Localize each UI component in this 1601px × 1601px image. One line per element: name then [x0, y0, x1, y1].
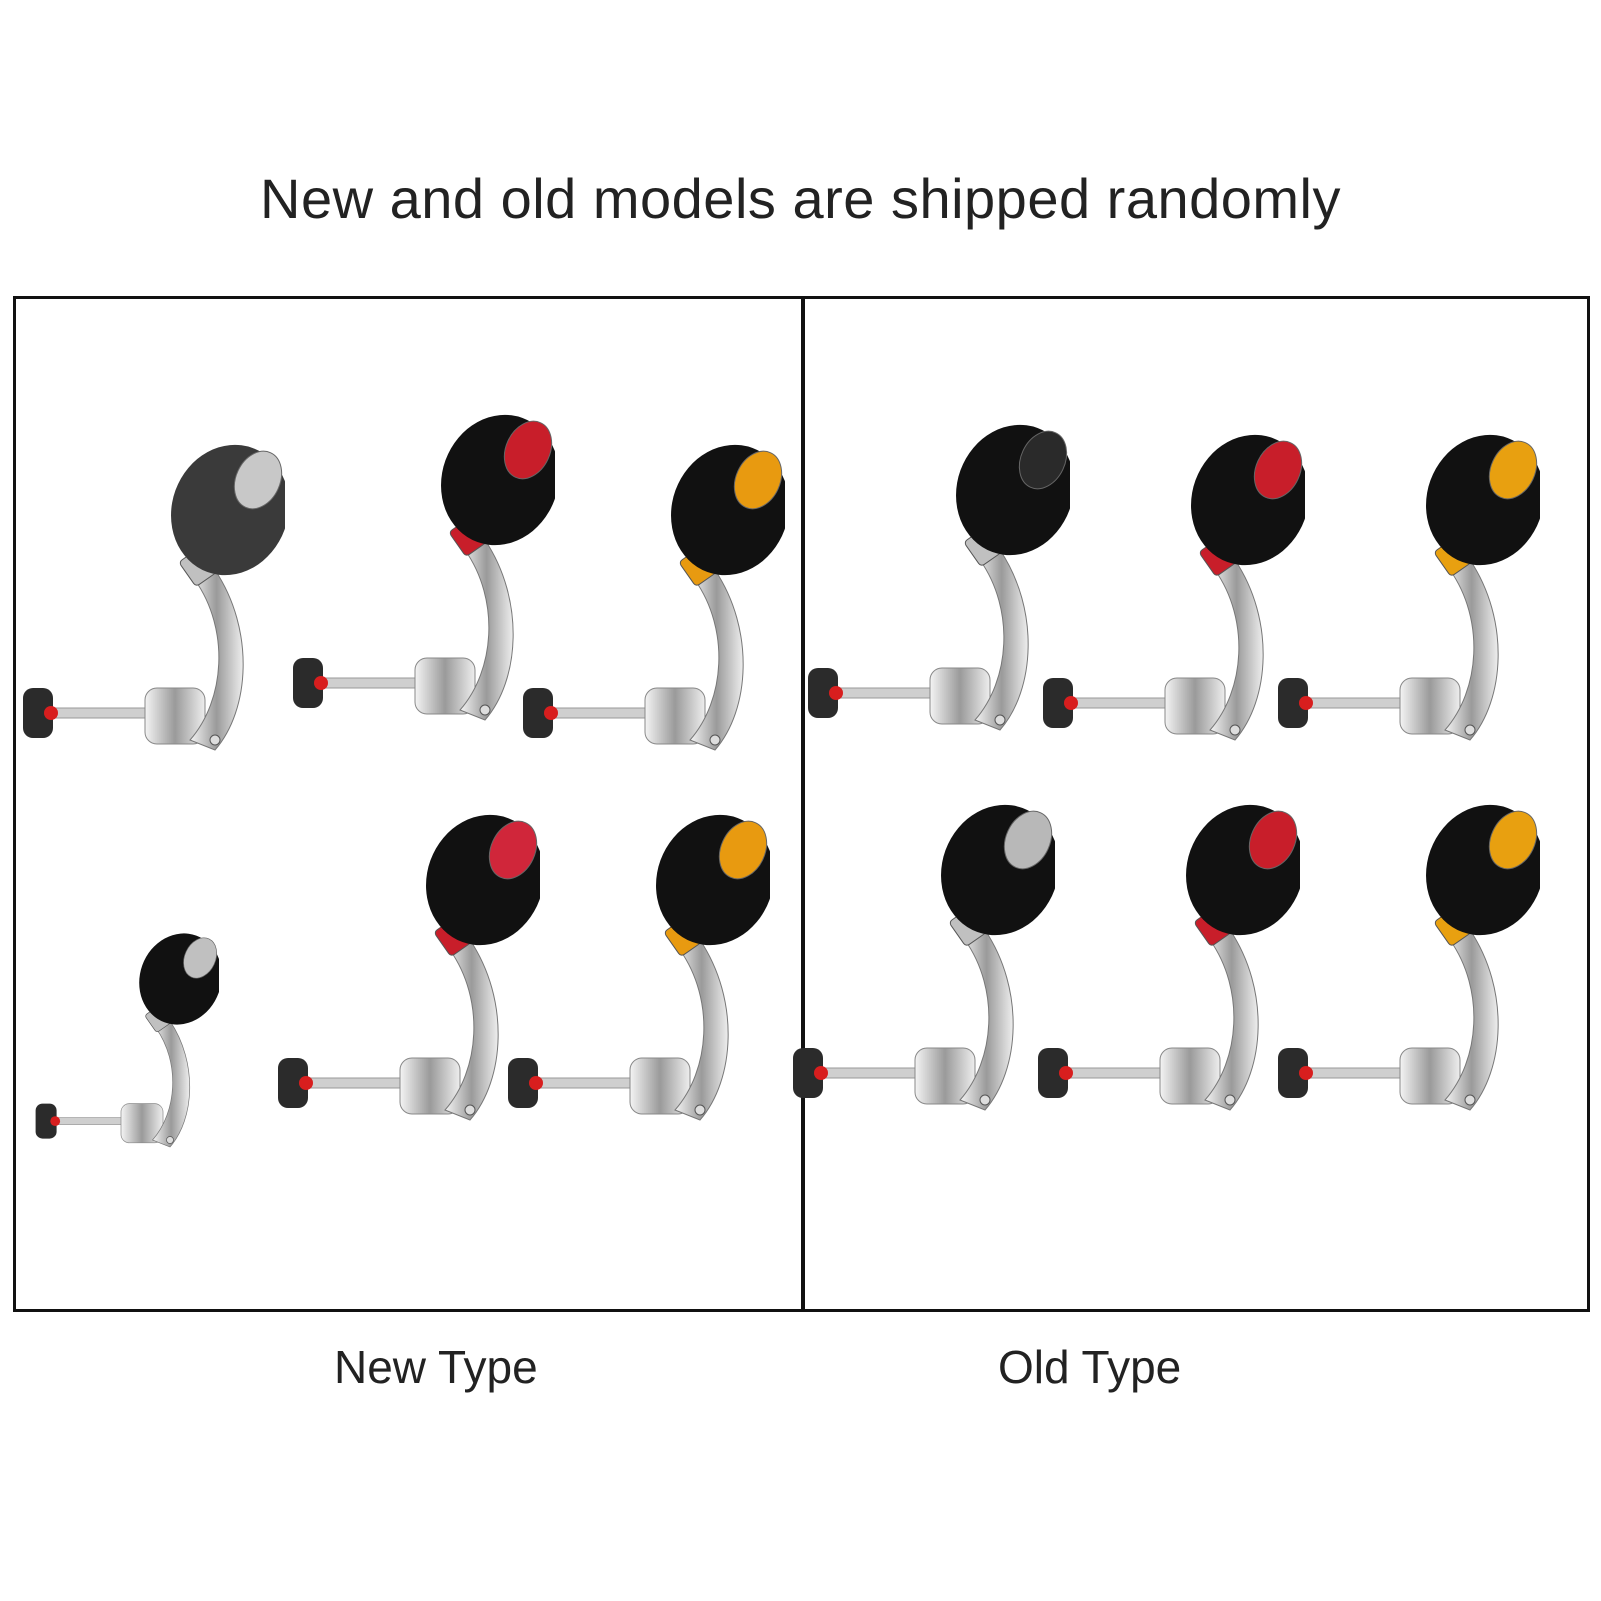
product-image-old-6 — [1270, 800, 1540, 1180]
caption-new-type: New Type — [334, 1341, 538, 1393]
product-image-new-6 — [500, 810, 770, 1190]
product-image-new-5 — [270, 810, 540, 1190]
product-image-new-4 — [30, 930, 219, 1196]
product-image-old-3 — [1270, 430, 1540, 810]
product-image-new-1 — [15, 440, 285, 820]
product-image-old-5 — [1030, 800, 1300, 1180]
caption-old-type: Old Type — [998, 1341, 1182, 1393]
product-image-new-2 — [285, 410, 555, 790]
product-image-old-1 — [800, 420, 1070, 800]
product-image-new-3 — [515, 440, 785, 820]
product-image-old-2 — [1035, 430, 1305, 810]
product-image-old-4 — [785, 800, 1055, 1180]
headline-title: New and old models are shipped randomly — [260, 167, 1341, 230]
